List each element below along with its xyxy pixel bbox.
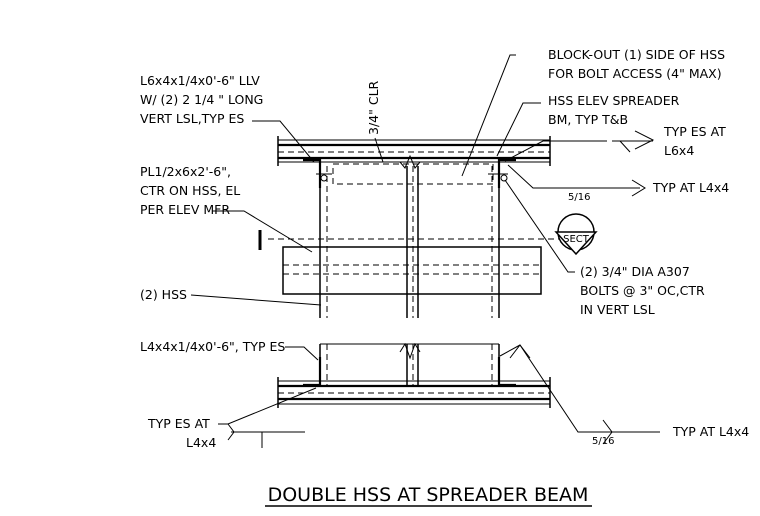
bolts-line3: IN VERT LSL bbox=[580, 302, 655, 317]
typ-es-l4x4-line2: L4x4 bbox=[186, 435, 216, 450]
angle-llv-line1: L6x4x1/4x0'-6" LLV bbox=[140, 73, 260, 88]
top-spreader-beam bbox=[277, 136, 551, 166]
bolts-line2: BOLTS @ 3" OC,CTR bbox=[580, 283, 705, 298]
spreader-line1: HSS ELEV SPREADER bbox=[548, 93, 680, 108]
section-marker: SECT bbox=[554, 213, 598, 256]
leaders bbox=[190, 54, 660, 448]
break-line-top bbox=[399, 154, 421, 169]
typ-at-l4x4-top-label: TYP AT L4x4 bbox=[652, 180, 729, 195]
typ-at-l4x4-bottom-label: TYP AT L4x4 bbox=[672, 424, 749, 439]
section-cut-line bbox=[258, 230, 560, 250]
spreader-line2: BM, TYP T&B bbox=[548, 112, 628, 127]
block-out-line2: FOR BOLT ACCESS (4" MAX) bbox=[548, 66, 722, 81]
angle-llv-line3: VERT LSL,TYP ES bbox=[140, 111, 244, 126]
block-out-line1: BLOCK-OUT (1) SIDE OF HSS bbox=[548, 47, 725, 62]
top-angles bbox=[303, 158, 516, 188]
hss-columns-lower bbox=[319, 343, 500, 386]
plate-label: PL1/2x6x2'-6", CTR ON HSS, EL PER ELEV M… bbox=[140, 164, 240, 217]
bottom-angles bbox=[303, 357, 516, 387]
typ-es-l6x4-line1: TYP ES AT bbox=[663, 124, 726, 139]
typ-es-l6x4-line2: L6x4 bbox=[664, 143, 694, 158]
plate-line1: PL1/2x6x2'-6", bbox=[140, 164, 231, 179]
bolts-label: (2) 3/4" DIA A307 BOLTS @ 3" OC,CTR IN V… bbox=[580, 264, 705, 317]
typ-es-l4x4-line1: TYP ES AT bbox=[147, 416, 210, 431]
angle-llv-label: L6x4x1/4x0'-6" LLV W/ (2) 2 1/4 " LONG V… bbox=[140, 73, 263, 126]
clearance-label: 3/4" CLR bbox=[366, 80, 381, 135]
block-out-label: BLOCK-OUT (1) SIDE OF HSS FOR BOLT ACCES… bbox=[548, 47, 725, 81]
bolts-line1: (2) 3/4" DIA A307 bbox=[580, 264, 690, 279]
break-line-mid bbox=[399, 342, 421, 360]
hss-label: (2) HSS bbox=[140, 287, 187, 302]
weld-size-bottom: 5/16 bbox=[592, 436, 614, 447]
plate bbox=[282, 246, 542, 295]
spreader-label: HSS ELEV SPREADER BM, TYP T&B bbox=[548, 93, 680, 127]
hss-columns-upper bbox=[319, 166, 500, 318]
plate-line2: CTR ON HSS, EL bbox=[140, 183, 240, 198]
angle-l4x4-label: L4x4x1/4x0'-6", TYP ES bbox=[140, 339, 285, 354]
bottom-spreader-beam bbox=[277, 377, 551, 408]
weld-size-top: 5/16 bbox=[568, 192, 590, 203]
typ-es-l4x4-label: TYP ES AT L4x4 bbox=[147, 416, 216, 450]
typ-es-l6x4-label: TYP ES AT L6x4 bbox=[663, 124, 726, 158]
plate-line3: PER ELEV MFR bbox=[140, 202, 230, 217]
drawing-title: DOUBLE HSS AT SPREADER BEAM bbox=[268, 484, 589, 506]
section-marker-label: SECT bbox=[563, 234, 590, 245]
angle-llv-line2: W/ (2) 2 1/4 " LONG bbox=[140, 92, 263, 107]
